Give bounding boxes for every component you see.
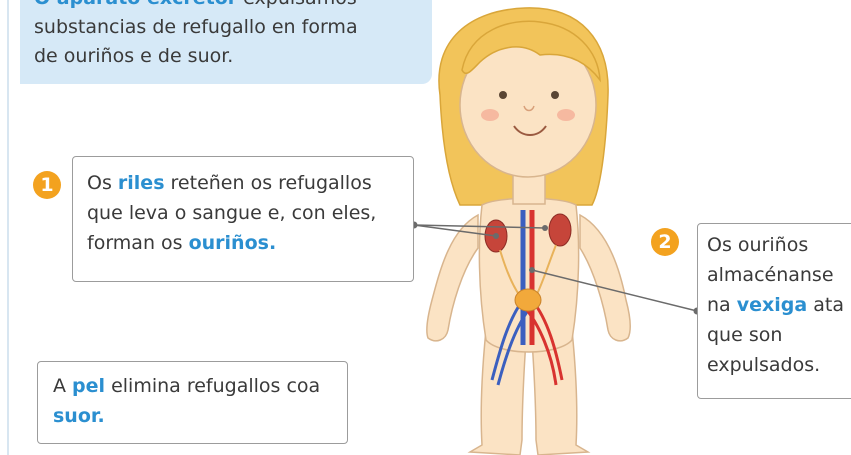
hair-front xyxy=(461,20,601,83)
pointer-line-1 xyxy=(413,224,497,237)
page-left-rule xyxy=(7,0,9,455)
callout-2-bladder: vexiga xyxy=(736,294,808,316)
skin-note-t1: A xyxy=(53,375,73,397)
pointer-line-1b xyxy=(413,224,546,229)
mouth xyxy=(513,125,547,136)
callout-1: Os riles reteñen os refugallos que leva … xyxy=(72,156,414,282)
callout-2-t1: Os ouriños almacénanse na xyxy=(707,234,834,316)
intro-line-1: O aparato excretor expulsamos xyxy=(34,0,422,13)
left-cheek xyxy=(481,109,499,121)
badge-2: 2 xyxy=(651,228,679,256)
bladder xyxy=(514,288,542,312)
nose xyxy=(523,105,535,112)
badge-1: 1 xyxy=(33,171,61,199)
callout-2-t2: ata que son expulsados. xyxy=(707,294,844,376)
pointer-dot-2-end xyxy=(529,267,535,273)
callout-1-urine: ouriños. xyxy=(188,232,277,254)
skin-note-skin: pel xyxy=(72,375,106,397)
pointer-dot-1-end xyxy=(493,233,499,239)
callout-1-kidneys: riles xyxy=(117,172,165,194)
skin-note: A pel elimina refugallos coa suor. xyxy=(37,361,348,444)
skin-note-t2: elimina refugallos coa xyxy=(105,375,321,397)
right-cheek xyxy=(557,109,575,121)
left-leg xyxy=(467,329,527,455)
right-leg xyxy=(531,329,591,455)
right-kidney xyxy=(548,213,572,247)
left-arm xyxy=(426,213,479,342)
pointer-line-2 xyxy=(531,269,698,312)
pointer-dot-1b-end xyxy=(542,225,548,231)
intro-partial-rest: expulsamos xyxy=(237,0,357,9)
callout-1-t2: reteñen os refugallos que leva o sangue … xyxy=(87,172,377,254)
callout-1-t1: Os xyxy=(87,172,118,194)
intro-line-3: de ouriños e de suor. xyxy=(34,45,234,67)
left-eye xyxy=(499,91,507,99)
skin-note-sweat: suor. xyxy=(53,405,105,427)
right-eye xyxy=(551,91,559,99)
right-arm xyxy=(579,213,631,342)
intro-partial-label: O aparato excretor xyxy=(34,0,237,9)
intro-line-2: substancias de refugallo en forma xyxy=(34,16,358,38)
intro-box: O aparato excretor expulsamos substancia… xyxy=(20,0,432,84)
callout-2: Os ouriños almacénanse na vexiga ata que… xyxy=(697,223,851,399)
